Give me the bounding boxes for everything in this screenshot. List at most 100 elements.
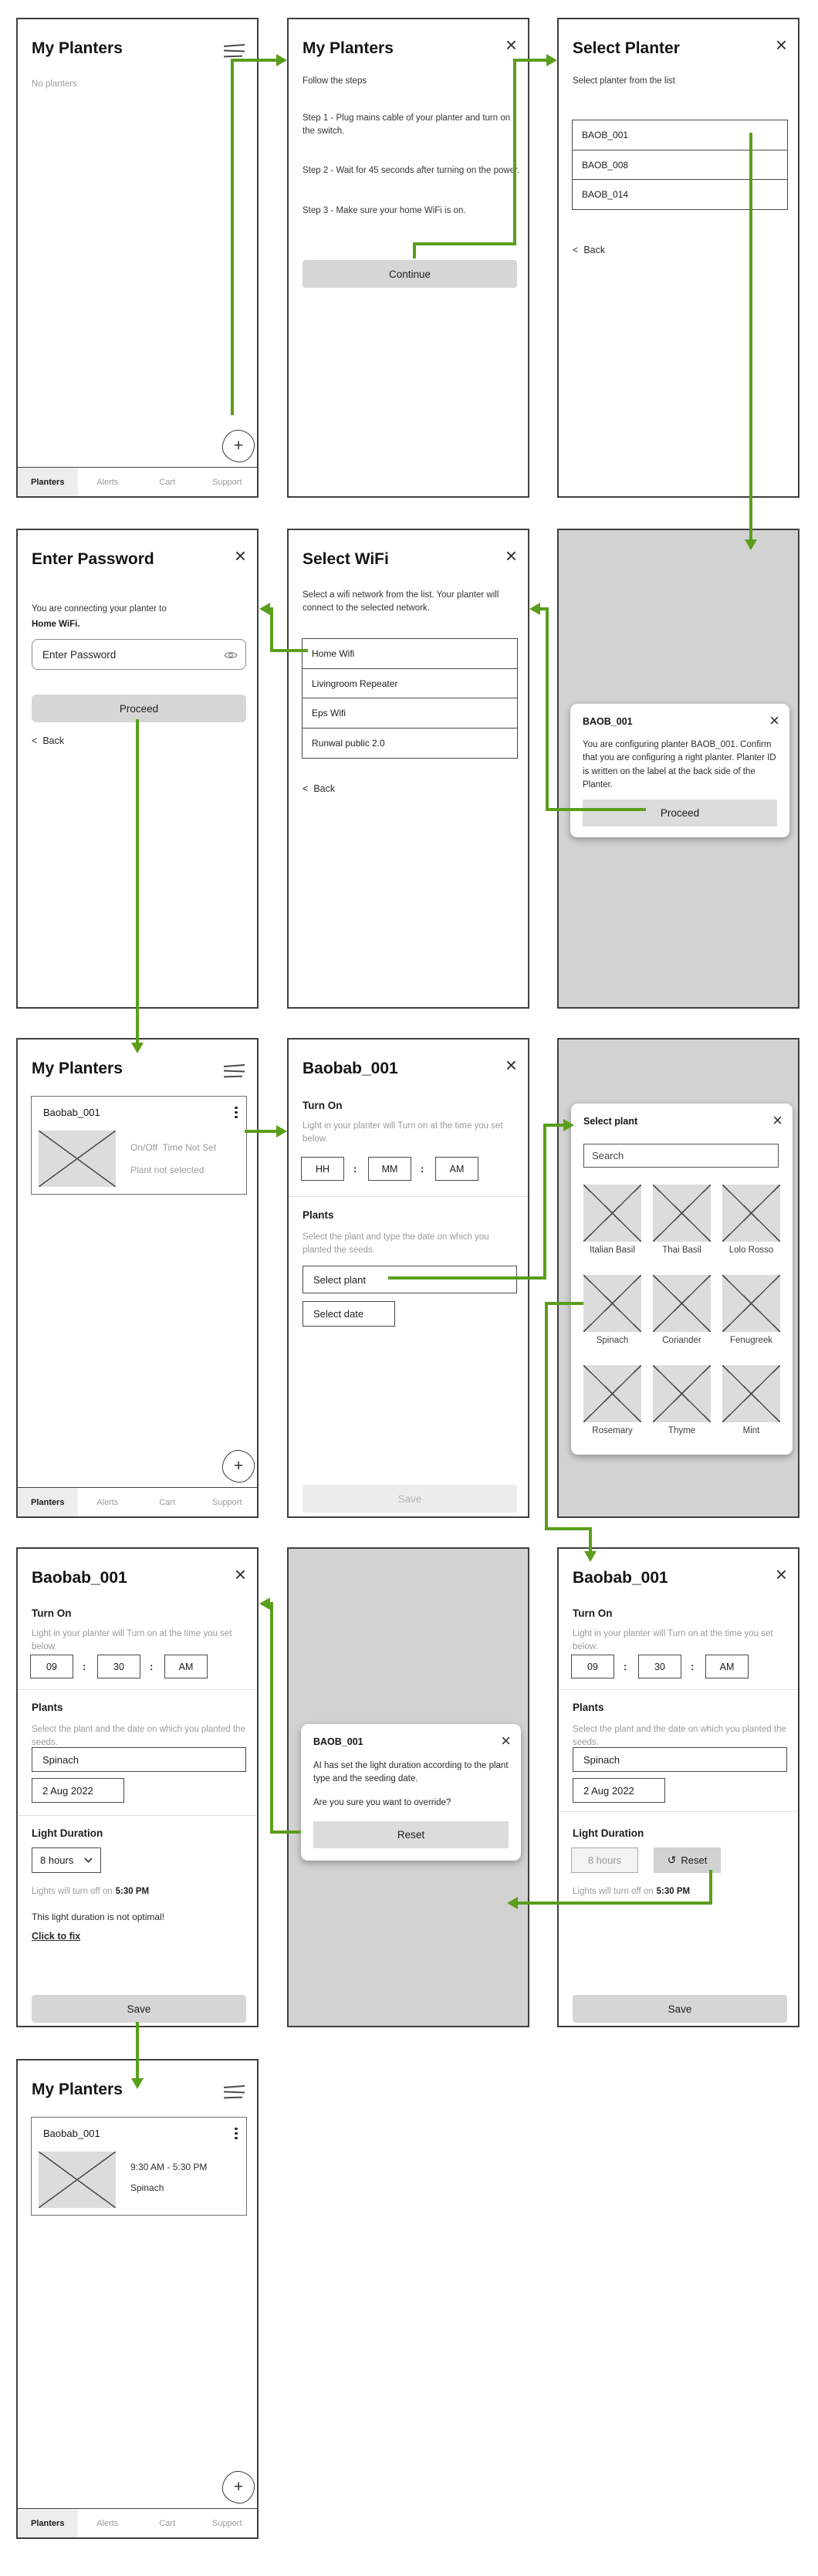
- plant-tile-lolo-rosso[interactable]: [722, 1185, 780, 1242]
- modal-title: Select plant: [583, 1116, 638, 1127]
- plant-tile-coriander[interactable]: [653, 1275, 711, 1332]
- plant-tile-thai-basil[interactable]: [653, 1185, 711, 1242]
- select-date-field[interactable]: Select date: [303, 1301, 395, 1327]
- plant-tile-fenugreek[interactable]: [722, 1275, 780, 1332]
- tab-support[interactable]: Support: [211, 2518, 242, 2528]
- plants-desc: Select the plant and the date on which y…: [32, 1725, 245, 1747]
- show-password-eye-icon[interactable]: [224, 650, 238, 664]
- close-icon[interactable]: ×: [772, 1111, 783, 1130]
- date-value-field[interactable]: 2 Aug 2022: [573, 1778, 665, 1803]
- password-field-wrap: [32, 639, 246, 670]
- back-chevron-icon: <: [32, 735, 38, 746]
- screen-my-planters-card: My Planters Baobab_001 On/Off Time Not S…: [16, 1038, 259, 1518]
- tab-alerts[interactable]: Alerts: [96, 2518, 119, 2528]
- minute-input[interactable]: MM: [368, 1157, 411, 1181]
- close-icon[interactable]: ×: [505, 33, 517, 56]
- select-planter-desc: Select planter from the list: [573, 76, 675, 86]
- proceed-button[interactable]: Proceed: [32, 695, 246, 722]
- flow-connector: [546, 607, 549, 811]
- close-icon[interactable]: ×: [505, 544, 517, 567]
- back-link[interactable]: <Back: [303, 783, 335, 794]
- wifi-item-home-wifi[interactable]: Home Wifi: [302, 638, 518, 669]
- planter-card-title: Baobab_001: [43, 1107, 100, 1118]
- hamburger-menu-icon[interactable]: [223, 2085, 245, 2101]
- close-icon[interactable]: ×: [234, 544, 246, 567]
- reset-icon: ↺: [667, 1854, 677, 1867]
- plant-tile-thyme[interactable]: [653, 1365, 711, 1422]
- minute-input[interactable]: 30: [97, 1655, 140, 1678]
- tab-cart[interactable]: Cart: [159, 2518, 176, 2528]
- back-link[interactable]: <Back: [573, 245, 605, 255]
- ampm-input[interactable]: AM: [705, 1655, 749, 1678]
- wifi-item-livingroom-repeater[interactable]: Livingroom Repeater: [302, 668, 518, 699]
- plant-tile-italian-basil[interactable]: [583, 1185, 641, 1242]
- add-planter-fab[interactable]: +: [220, 1448, 257, 1485]
- tab-cart[interactable]: Cart: [159, 477, 176, 487]
- planter-item-baob-008[interactable]: BAOB_008: [572, 149, 788, 181]
- kebab-menu-icon[interactable]: [233, 1107, 239, 1120]
- date-value-field[interactable]: 2 Aug 2022: [32, 1778, 124, 1803]
- plants-heading: Plants: [32, 1702, 63, 1713]
- page-title: My Planters: [32, 39, 123, 57]
- plant-search-input[interactable]: [583, 1144, 779, 1168]
- add-planter-fab[interactable]: +: [220, 2469, 257, 2506]
- flow-connector: [543, 1125, 546, 1280]
- reset-duration-button[interactable]: ↺ Reset: [654, 1847, 721, 1873]
- close-icon[interactable]: ×: [501, 1731, 511, 1750]
- wifi-item-runwal-public[interactable]: Runwal public 2.0: [302, 727, 518, 759]
- minute-input[interactable]: 30: [638, 1655, 681, 1678]
- reset-button[interactable]: Reset: [313, 1821, 509, 1848]
- close-icon[interactable]: ×: [775, 1563, 787, 1586]
- click-to-fix-link[interactable]: Click to fix: [32, 1931, 81, 1942]
- tab-planters[interactable]: Planters: [18, 1488, 78, 1516]
- kebab-menu-icon[interactable]: [233, 2128, 239, 2141]
- plant-label: Mint: [742, 1426, 760, 1435]
- planter-item-baob-014[interactable]: BAOB_014: [572, 179, 788, 210]
- plant-tile-mint[interactable]: [722, 1365, 780, 1422]
- hour-input[interactable]: 09: [571, 1655, 614, 1678]
- hour-input[interactable]: 09: [30, 1655, 73, 1678]
- page-title: Enter Password: [32, 550, 154, 568]
- proceed-button[interactable]: Proceed: [583, 800, 777, 827]
- save-button[interactable]: Save: [32, 1995, 246, 2023]
- tab-support[interactable]: Support: [211, 1497, 242, 1507]
- modal-title: BAOB_001: [583, 716, 633, 727]
- hamburger-menu-icon[interactable]: [223, 1064, 245, 1080]
- planter-card[interactable]: Baobab_001 On/Off Time Not Set Plant not…: [31, 1096, 247, 1195]
- modal-body-line2: Are you sure you want to override?: [313, 1798, 451, 1807]
- tab-planters[interactable]: Planters: [18, 468, 78, 496]
- save-button[interactable]: Save: [573, 1995, 787, 2023]
- planter-image-placeholder: [39, 1131, 116, 1187]
- tab-support[interactable]: Support: [211, 477, 242, 487]
- time-separator: :: [624, 1661, 627, 1672]
- duration-dropdown[interactable]: 8 hours: [32, 1847, 101, 1873]
- planter-card[interactable]: Baobab_001 9:30 AM - 5:30 PM Spinach: [31, 2117, 247, 2216]
- screen-setup-steps: My Planters × Follow the steps Step 1 - …: [287, 18, 529, 498]
- plant-value-field[interactable]: Spinach: [32, 1747, 246, 1772]
- plant-value-field[interactable]: Spinach: [573, 1747, 787, 1772]
- screen-override-confirm-overlay: BAOB_001 × AI has set the light duration…: [287, 1547, 529, 2027]
- plant-tile-rosemary[interactable]: [583, 1365, 641, 1422]
- password-input[interactable]: [32, 639, 246, 670]
- close-icon[interactable]: ×: [505, 1053, 517, 1077]
- save-button[interactable]: Save: [303, 1485, 517, 1513]
- close-icon[interactable]: ×: [775, 33, 787, 56]
- turn-on-desc: Light in your planter will Turn on at th…: [303, 1121, 503, 1144]
- plant-tile-spinach[interactable]: [583, 1275, 641, 1332]
- tab-alerts[interactable]: Alerts: [96, 1497, 119, 1507]
- continue-button[interactable]: Continue: [303, 260, 517, 288]
- ampm-input[interactable]: AM: [164, 1655, 208, 1678]
- flow-connector: [513, 59, 547, 62]
- close-icon[interactable]: ×: [234, 1563, 246, 1586]
- wifi-item-eps-wifi[interactable]: Eps Wifi: [302, 698, 518, 729]
- add-planter-fab[interactable]: +: [220, 428, 257, 465]
- ampm-input[interactable]: AM: [435, 1157, 478, 1181]
- select-plant-field[interactable]: Select plant: [303, 1266, 517, 1293]
- tab-planters[interactable]: Planters: [18, 2509, 78, 2537]
- hour-input[interactable]: HH: [301, 1157, 344, 1181]
- planter-item-baob-001[interactable]: BAOB_001: [572, 120, 788, 150]
- tab-cart[interactable]: Cart: [159, 1497, 176, 1507]
- close-icon[interactable]: ×: [769, 711, 779, 730]
- tab-alerts[interactable]: Alerts: [96, 477, 119, 487]
- back-link[interactable]: <Back: [32, 735, 64, 746]
